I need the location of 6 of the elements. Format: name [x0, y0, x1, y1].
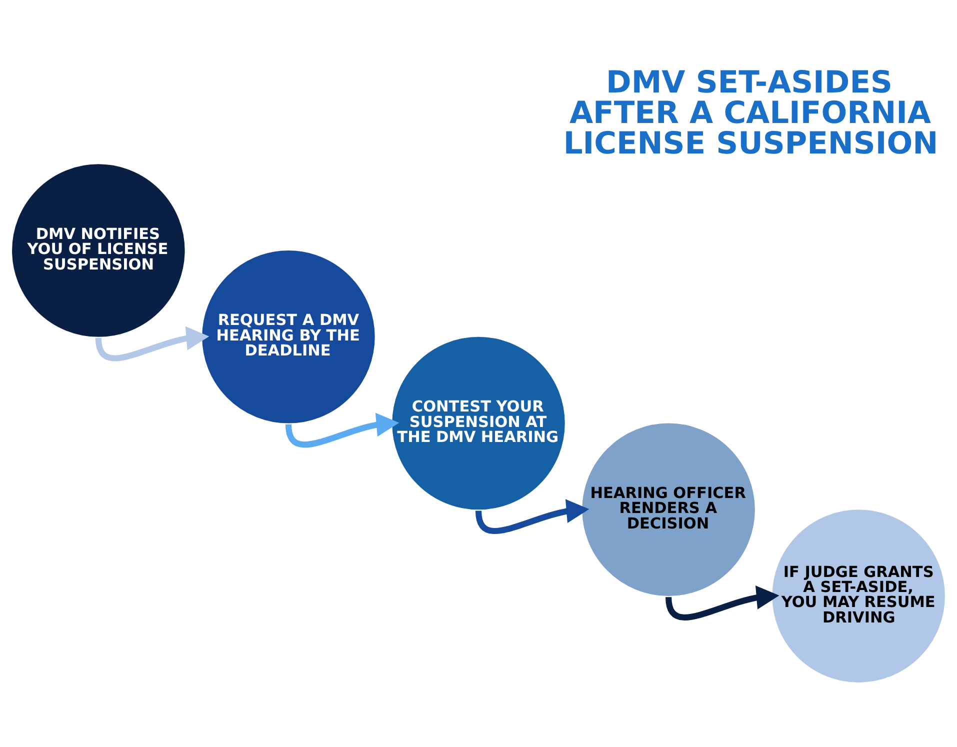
node-circle: CONTEST YOUR SUSPENSION AT THE DMV HEARING	[392, 336, 565, 510]
node-circle: REQUEST A DMV HEARING BY THE DEADLINE	[202, 250, 375, 424]
node-circle: IF JUDGE GRANTS A SET-ASIDE, YOU MAY RESUME DRIVING	[772, 510, 945, 682]
node-circle: HEARING OFFICER RENDERS A DECISION	[582, 423, 755, 596]
diagram-title: DMV SET-ASIDES AFTER A CALIFORNIA LICENSE SUSPENSION	[563, 66, 938, 162]
node-circle: DMV NOTIFIES YOU OF LICENSE SUSPENSION	[12, 164, 185, 337]
